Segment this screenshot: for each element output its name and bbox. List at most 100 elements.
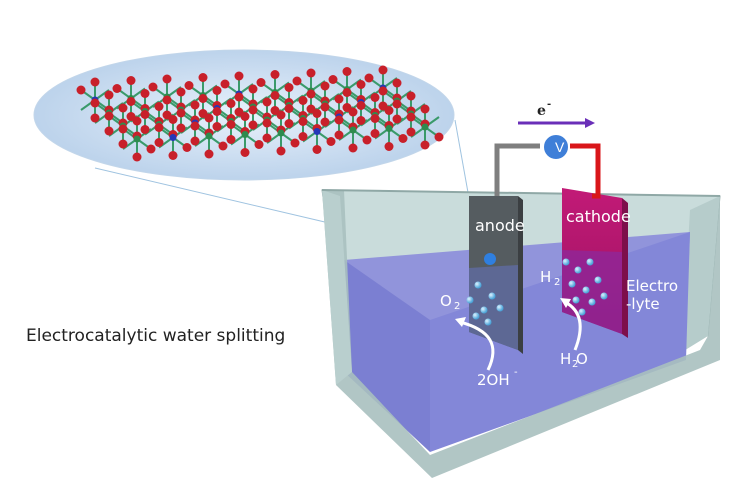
metal-atom — [313, 128, 321, 135]
tank-left-glass — [322, 190, 352, 385]
metal-atom — [277, 129, 285, 137]
tank-right-wall — [682, 196, 720, 352]
oxygen-atom — [176, 123, 186, 133]
oxygen-atom — [168, 151, 178, 160]
oxygen-atom — [204, 113, 214, 123]
oxygen-atom — [298, 117, 308, 126]
oxygen-atom — [276, 110, 286, 120]
gas-bubble — [578, 308, 586, 316]
oxygen-atom — [118, 124, 128, 134]
oxygen-label: O 2 — [440, 292, 460, 312]
oxygen-atom — [262, 97, 272, 107]
oxygen-atom — [184, 81, 194, 90]
oxygen-atom — [320, 102, 330, 112]
oxygen-atom — [226, 99, 236, 108]
oxygen-atom — [212, 107, 222, 116]
oxygen-atom — [118, 139, 128, 149]
anode-active-site — [484, 253, 496, 265]
metal-atom — [205, 132, 213, 140]
oxygen-atom — [154, 138, 164, 147]
oxygen-atom — [212, 122, 222, 131]
metal-atom — [169, 134, 177, 141]
voltmeter-label: V — [555, 139, 565, 155]
oxygen-atom — [168, 115, 178, 124]
oxygen-atom — [378, 65, 388, 75]
hydroxide-label: 2OH - — [477, 367, 518, 389]
oxygen-atom — [342, 67, 352, 76]
hydrogen-label-main: H — [540, 268, 552, 286]
oxygen-atom — [162, 95, 172, 105]
oxygen-label-main: O — [440, 292, 452, 310]
electron-arrow-head — [585, 118, 595, 128]
oxygen-atom — [190, 136, 200, 146]
oxygen-atom — [132, 152, 142, 162]
oxygen-atom — [248, 105, 258, 115]
oxygen-atom — [212, 86, 222, 95]
gas-bubbles — [466, 258, 608, 326]
oxygen-atom — [312, 109, 322, 118]
oxygen-atom — [104, 90, 114, 100]
oxygen-atom — [140, 89, 150, 98]
oxygen-atom — [384, 142, 394, 151]
gas-bubble — [562, 258, 570, 266]
wire-negative — [494, 143, 540, 196]
oxygen-atom — [104, 111, 114, 121]
gas-bubble — [588, 298, 596, 306]
oxygen-atom — [140, 125, 150, 134]
anode-label: anode — [475, 216, 525, 235]
hydrogen-label: H 2 — [540, 268, 560, 288]
gas-bubble — [600, 292, 608, 300]
oxygen-atom — [392, 78, 402, 88]
water-label-main: H O — [560, 350, 588, 368]
electrolyte-label: Electro -lyte — [626, 277, 678, 313]
metal-atom — [133, 135, 141, 143]
oxygen-atom — [262, 118, 272, 128]
oxygen-atom — [370, 93, 380, 102]
oxygen-atom — [234, 71, 244, 81]
gas-bubble — [480, 306, 488, 314]
oxygen-atom — [190, 100, 200, 110]
hydrogen-label-sub: 2 — [554, 277, 561, 288]
oxygen-atom — [140, 110, 150, 119]
oxygen-atom — [342, 88, 352, 97]
metal-atom — [421, 123, 429, 131]
oxygen-atom — [370, 129, 380, 138]
oxygen-atom — [276, 146, 286, 156]
oxygen-atom — [398, 134, 408, 143]
oxygen-atom — [420, 104, 430, 114]
oxygen-atom — [132, 116, 142, 126]
electrolyte-label-line2: -lyte — [626, 295, 660, 313]
gas-bubble — [574, 266, 582, 274]
electrolyte-label-line1: Electro — [626, 277, 679, 295]
oxygen-atom — [76, 85, 86, 95]
hydroxide-label-main: 2OH — [477, 371, 510, 389]
gas-bubble — [568, 280, 576, 288]
oxygen-atom — [312, 145, 322, 154]
water-label-sub: 2 — [572, 359, 579, 370]
gas-bubble — [496, 304, 504, 312]
oxygen-atom — [306, 89, 316, 99]
voltmeter-icon — [542, 133, 570, 161]
oxygen-atom — [254, 140, 264, 149]
diagram-caption: Electrocatalytic water splitting — [26, 326, 286, 346]
oxygen-atom — [290, 138, 300, 148]
oxygen-atom — [204, 149, 214, 159]
oxygen-atom — [334, 94, 344, 104]
oxygen-atom — [90, 77, 100, 87]
oxygen-atom — [234, 92, 244, 102]
oxygen-atom — [320, 81, 330, 91]
oxygen-atom — [334, 130, 344, 140]
crystal-lattice — [76, 65, 444, 162]
oxygen-atom — [90, 98, 100, 108]
oxygen-atom — [240, 148, 250, 157]
oxygen-atom — [284, 104, 294, 113]
metal-atom — [385, 125, 393, 132]
oxygen-atom — [406, 112, 416, 122]
oxygen-atom — [434, 132, 444, 142]
oxygen-atom — [248, 84, 258, 94]
gas-bubble — [594, 276, 602, 284]
oxygen-atom — [198, 73, 208, 82]
oxygen-atom — [176, 108, 186, 118]
